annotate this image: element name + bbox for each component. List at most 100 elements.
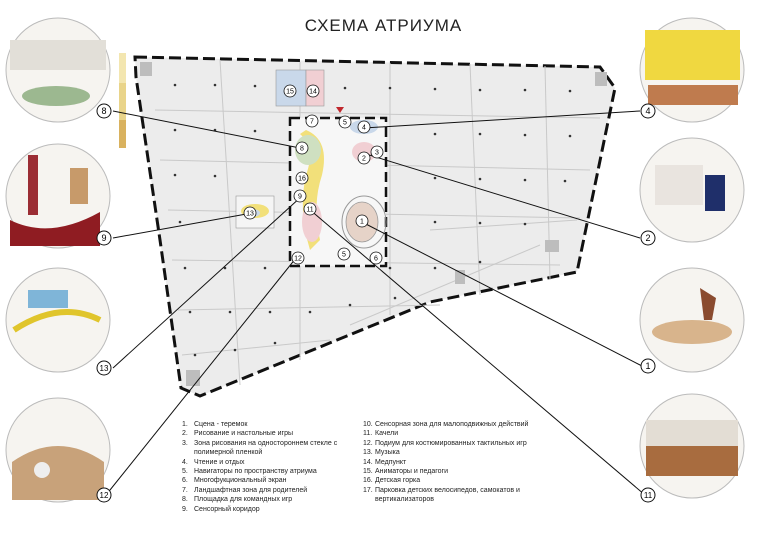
legend-item-number: 11. [363, 430, 373, 438]
legend-item-text: Навигаторы по пространству атриума [194, 468, 317, 476]
zone-2: 2 [357, 151, 371, 165]
vignette-right-2 [639, 137, 745, 243]
zone-9: 9 [293, 189, 307, 203]
legend-item-text: Зона рисования на одностороннем стекле с… [194, 439, 338, 457]
legend-item: 1.Сцена - теремок [182, 420, 367, 429]
legend-item-text: Подиум для костюмированных тактильных иг… [375, 439, 527, 447]
svg-text:3: 3 [375, 150, 379, 157]
legend-item-text: Парковка детских велосипедов, самокатов … [375, 486, 520, 504]
zone-markers: 15 14 7 5 4 3 2 8 16 9 13 11 1 12 5 6 [243, 84, 384, 265]
legend-item: 8. Площадка для командных игр [182, 495, 367, 504]
callout-4: 4 [640, 103, 656, 119]
zone-5-top: 5 [338, 115, 352, 129]
legend-item-text: Музыка [375, 449, 400, 457]
legend-item-text: Чтение и отдых [194, 458, 245, 466]
callout-11: 11 [640, 487, 656, 503]
legend-item-text: Сенсорная зона для малоподвижных действи… [375, 421, 529, 428]
svg-text:12: 12 [294, 256, 302, 263]
legend-item: 3. Зона рисования на одностороннем стекле… [182, 439, 367, 458]
callout-2: 2 [640, 230, 656, 246]
legend-item-number: 3. [182, 439, 188, 447]
callouts: 8 4 9 2 13 1 12 11 [96, 103, 656, 503]
legend-item-number: 1. [182, 421, 188, 428]
legend-item-text: Аниматоры и педагоги [375, 468, 449, 476]
legend-item-number: 9. [182, 505, 188, 513]
legend-item: 14.Медпункт [363, 458, 563, 467]
svg-text:6: 6 [374, 256, 378, 263]
vignette-left-1 [5, 17, 111, 123]
legend-item: 6. Многофукциональный экран [182, 476, 367, 485]
legend-item: 10.Сенсорная зона для малоподвижных дейс… [363, 420, 563, 429]
zone-11: 11 [303, 202, 317, 216]
legend-right: 10.Сенсорная зона для малоподвижных дейс… [363, 420, 563, 505]
vignette-right-1 [639, 17, 745, 123]
vignette-left-3 [5, 267, 111, 373]
legend-item-text: Многофукциональный экран [194, 477, 287, 485]
callout-label: 11 [644, 491, 653, 500]
legend-item-text: Ландшафтная зона для родителей [194, 486, 308, 494]
zone-6: 6 [369, 251, 383, 265]
callout-label: 4 [645, 106, 650, 116]
legend-item: 17.Парковка детских велосипедов, самокат… [363, 486, 563, 505]
legend-item-number: 14. [363, 458, 373, 466]
callout-label: 1 [645, 361, 650, 371]
svg-text:13: 13 [246, 211, 254, 218]
legend-item-text: Качели [375, 430, 399, 438]
legend-item-number: 7. [182, 486, 188, 494]
callout-label: 13 [100, 364, 109, 373]
legend-item-number: 10. [363, 421, 373, 428]
zone-16: 16 [295, 171, 309, 185]
zone-5-bottom: 5 [337, 247, 351, 261]
zone-3: 3 [370, 145, 384, 159]
legend-item: 7. Ландшафтная зона для родителей [182, 486, 367, 495]
zone-8: 8 [295, 141, 309, 155]
legend-item-number: 16. [363, 477, 373, 485]
legend-item: 4. Чтение и отдых [182, 458, 367, 467]
callout-label: 12 [100, 491, 109, 500]
legend-item: 9. Сенсорный коридор [182, 505, 367, 514]
legend-item-text: Площадка для командных игр [194, 496, 293, 504]
legend-item-text: Медпункт [375, 458, 407, 466]
legend-item-text: Детская горка [375, 477, 421, 485]
zone-15: 15 [283, 84, 297, 98]
callout-8: 8 [96, 103, 112, 119]
legend-item-number: 17. [363, 486, 373, 494]
legend-item-number: 13. [363, 449, 373, 457]
floor-plan [133, 55, 617, 398]
legend-item: 15.Аниматоры и педагоги [363, 467, 563, 476]
svg-text:5: 5 [343, 120, 347, 127]
svg-text:14: 14 [309, 89, 317, 96]
zone-4: 4 [357, 120, 371, 134]
legend-item: 2.Рисование и настольные игры [182, 429, 367, 438]
legend-item-number: 6. [182, 477, 188, 485]
zone-12: 12 [291, 251, 305, 265]
vignette-left-4 [5, 397, 111, 503]
callout-label: 9 [101, 233, 106, 243]
vignette-right-4 [639, 393, 745, 499]
svg-text:8: 8 [300, 146, 304, 153]
legend-item-number: 5. [182, 468, 188, 476]
legend-item: 12.Подиум для костюмированных тактильных… [363, 439, 563, 448]
legend-item-number: 12. [363, 439, 373, 447]
callout-label: 2 [645, 233, 650, 243]
legend-item: 11.Качели [363, 429, 563, 438]
callout-1: 1 [640, 358, 656, 374]
legend-item-number: 2. [182, 430, 188, 438]
legend-item-number: 4. [182, 458, 188, 466]
legend-item-number: 8. [182, 496, 188, 504]
zone-1: 1 [355, 214, 369, 228]
vignette-right-3 [639, 267, 745, 373]
callout-label: 8 [101, 106, 106, 116]
callout-13: 13 [96, 360, 112, 376]
vignette-left-2 [5, 143, 111, 249]
svg-text:5: 5 [342, 252, 346, 259]
zone-7: 7 [305, 114, 319, 128]
svg-text:15: 15 [286, 89, 294, 96]
svg-text:16: 16 [298, 176, 306, 183]
legend-item-number: 15. [363, 468, 373, 476]
legend-item-text: Сенсорный коридор [194, 505, 260, 513]
callout-12: 12 [96, 487, 112, 503]
callout-9: 9 [96, 230, 112, 246]
zone-14: 14 [306, 84, 320, 98]
